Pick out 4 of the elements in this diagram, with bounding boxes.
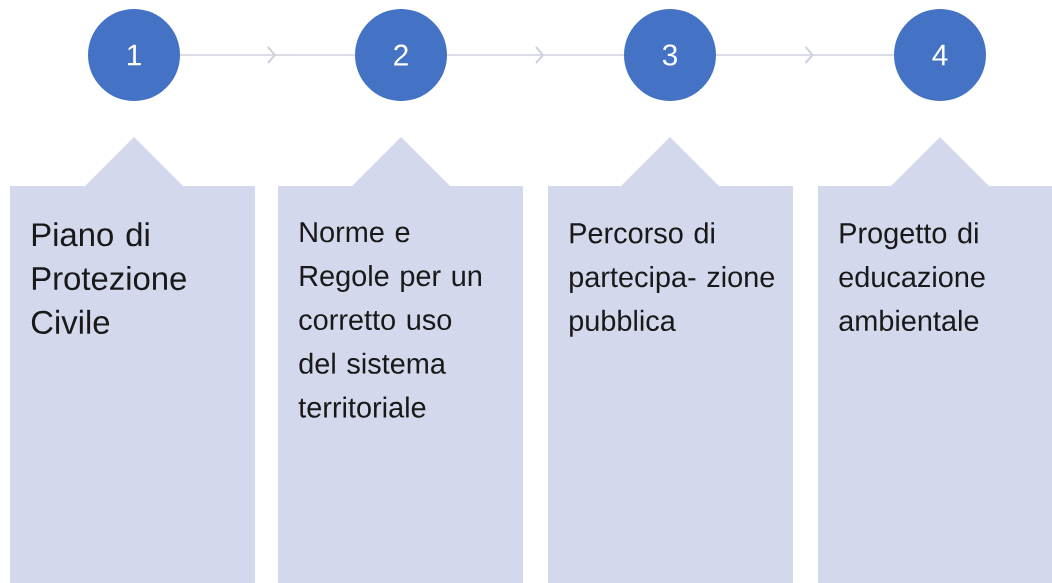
callout-box: Percorso di partecipa- zione pubblica <box>548 137 793 583</box>
callout-box: Piano di Protezione Civile <box>10 137 255 583</box>
callout-box: Progetto di educazione ambientale <box>818 137 1052 583</box>
callout-box: Norme e Regole per un corretto uso del sistema territoriale <box>278 137 523 583</box>
